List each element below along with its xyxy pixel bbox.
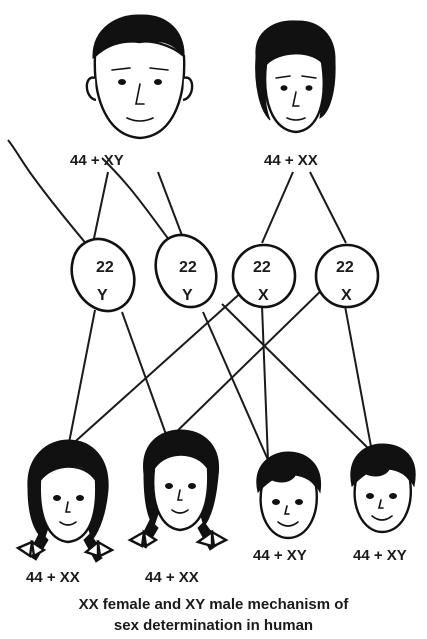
gamete-1-sex-chromosome: Y <box>97 287 108 304</box>
cross-lines <box>67 171 373 461</box>
gamete-4-sex-chromosome: X <box>341 287 352 304</box>
mother-genotype: 44 + XX <box>264 152 318 169</box>
caption-line-2: sex determination in human <box>113 617 314 634</box>
father-face-icon <box>85 14 194 140</box>
offspring-4-genotype: 44 + XY <box>353 547 407 564</box>
sperm-icon <box>7 139 136 313</box>
offspring-3-genotype: 44 + XY <box>253 547 307 564</box>
offspring-2-genotype: 44 + XX <box>145 569 199 586</box>
gamete-1-autosomes: 22 <box>96 259 114 276</box>
egg-icon <box>314 243 380 309</box>
father-genotype: 44 + XY <box>70 152 124 169</box>
gamete-3-autosomes: 22 <box>253 259 271 276</box>
sperm-icon <box>101 157 218 309</box>
gamete-3-sex-chromosome: X <box>258 287 269 304</box>
mother-face-icon <box>255 20 336 134</box>
boy-face-icon <box>350 443 416 534</box>
girl-face-icon <box>15 439 115 563</box>
gamete-4-autosomes: 22 <box>336 259 354 276</box>
girl-face-icon <box>127 429 229 551</box>
offspring-1-genotype: 44 + XX <box>26 569 80 586</box>
gamete-2-autosomes: 22 <box>179 259 197 276</box>
egg-icon <box>231 243 297 309</box>
gamete-2-sex-chromosome: Y <box>182 287 193 304</box>
caption-line-1: XX female and XY male mechanism of <box>78 596 349 613</box>
boy-face-icon <box>256 451 322 540</box>
